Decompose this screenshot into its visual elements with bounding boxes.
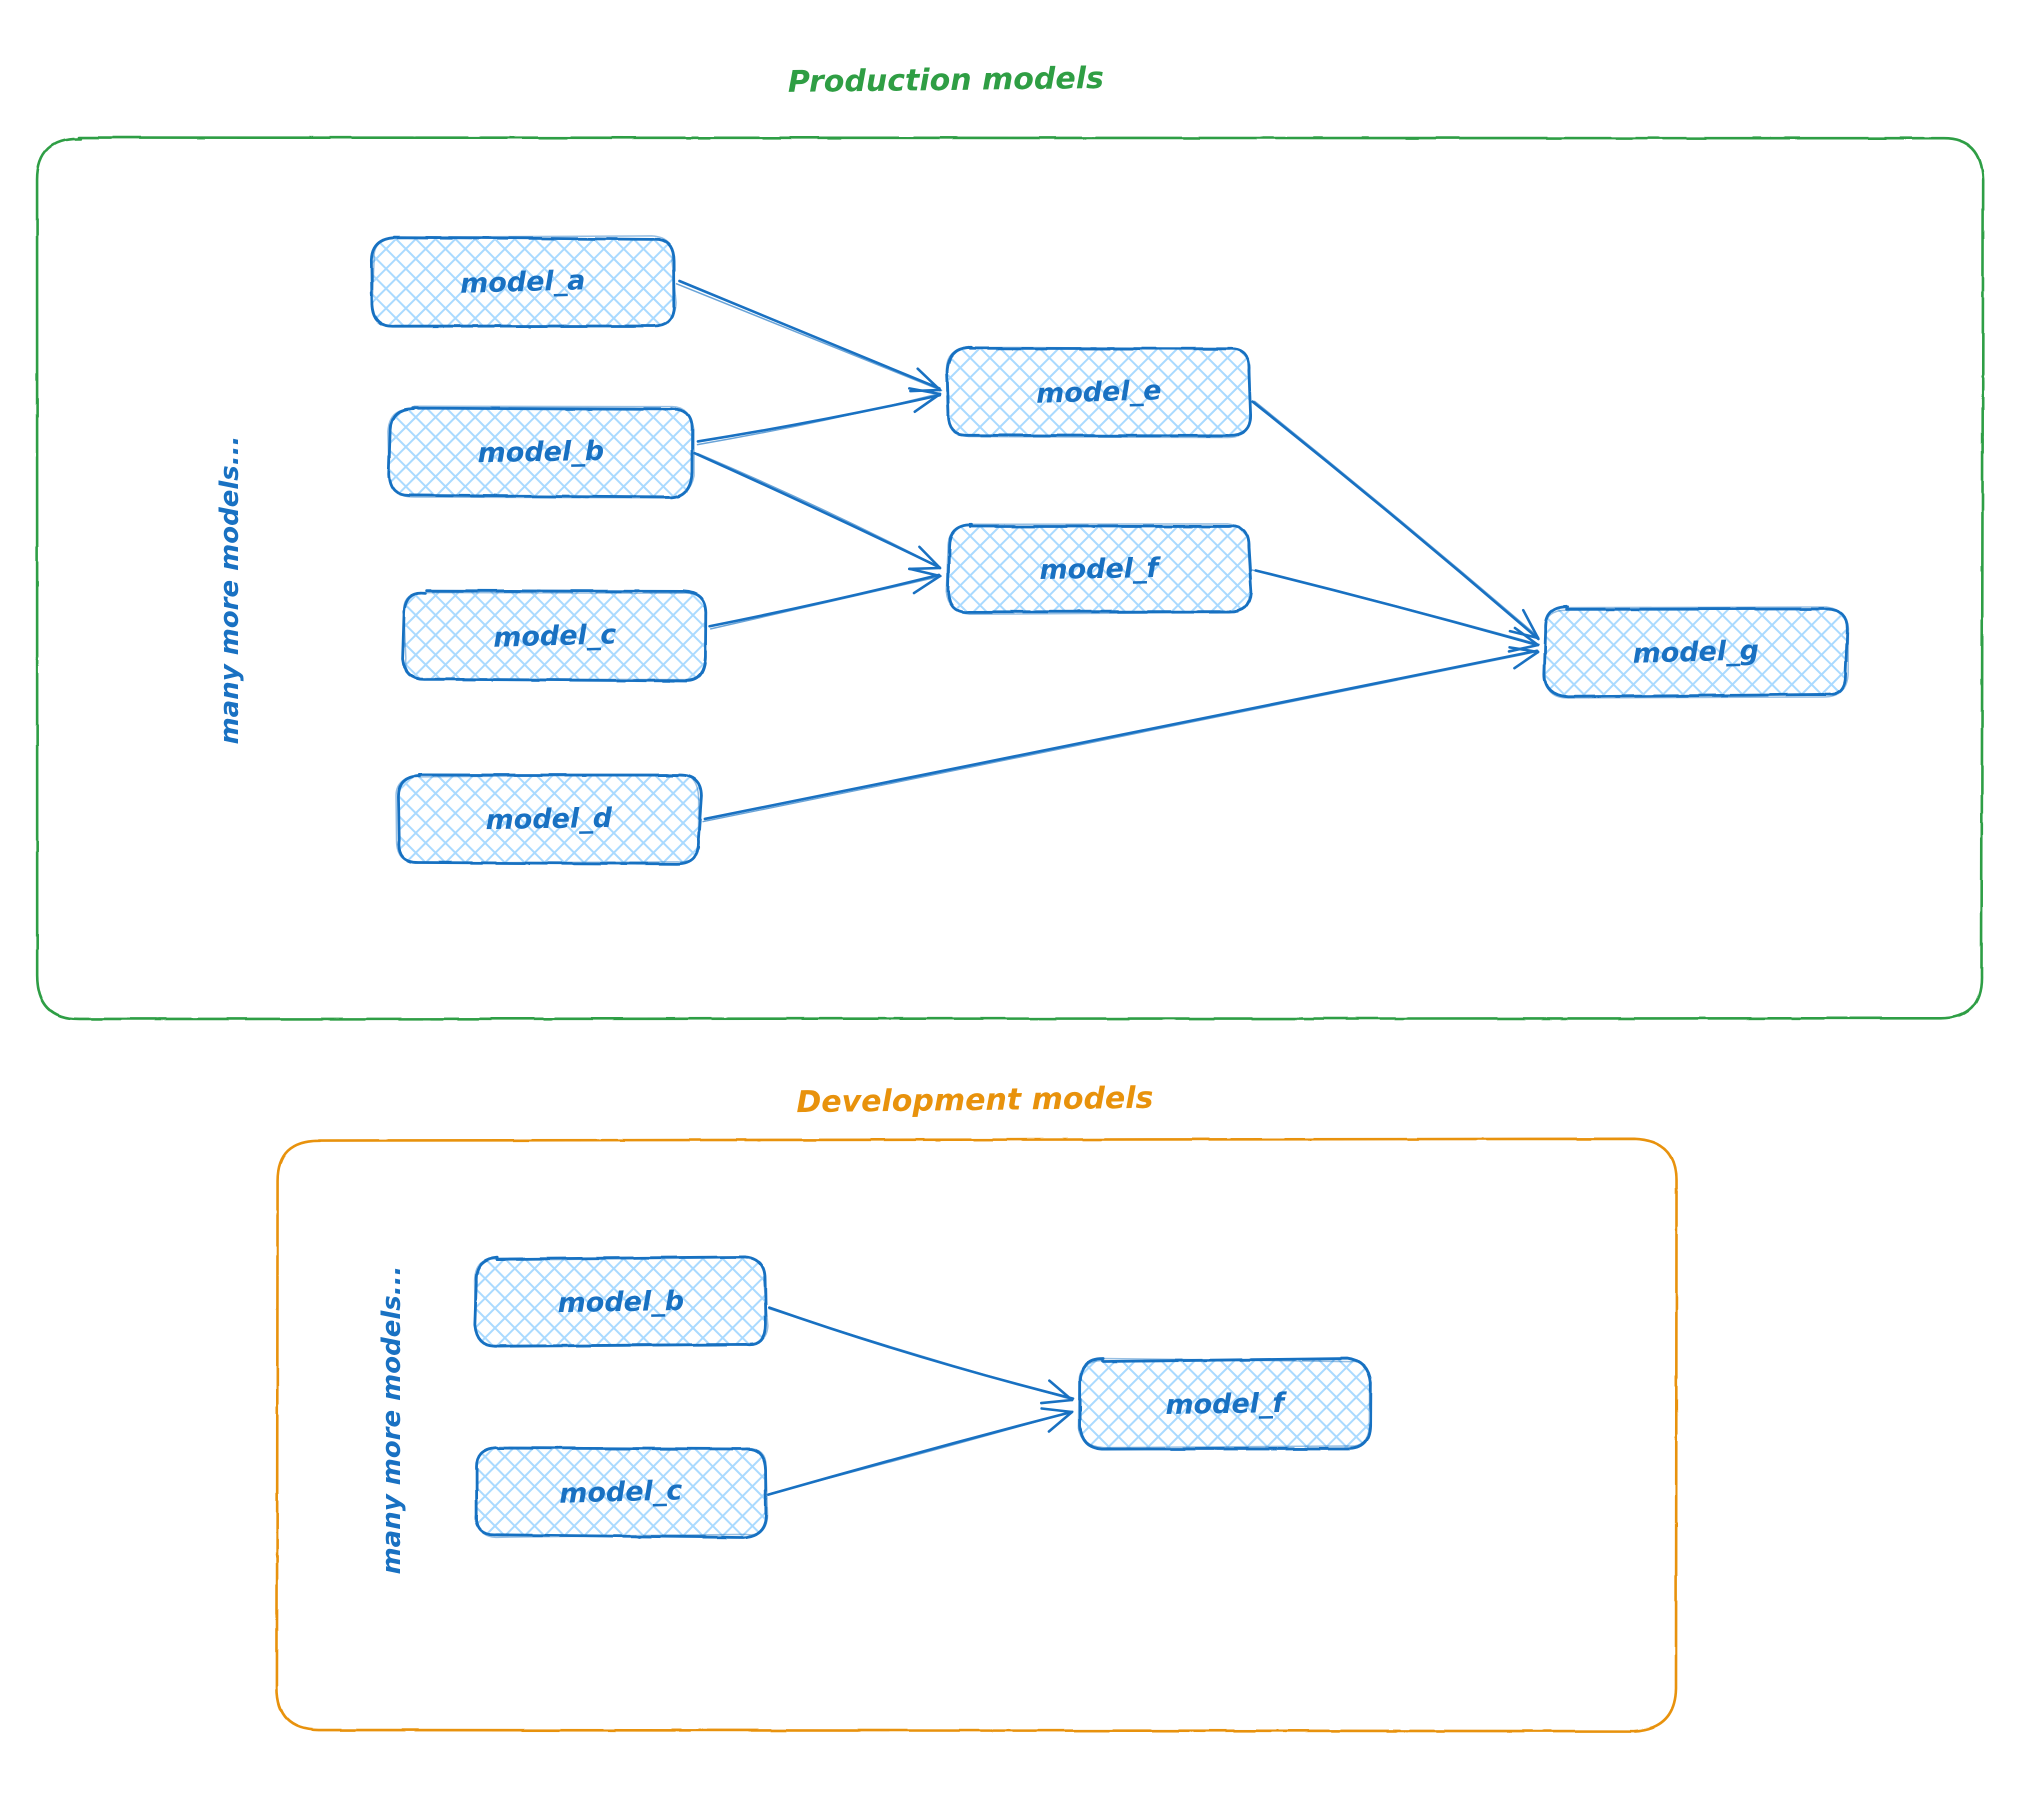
edge-c-f [708,567,942,630]
edge-e-g [1251,400,1540,641]
node-prod_model_f[interactable]: model_f [945,523,1253,616]
edges [675,279,1540,1496]
node-label-prod_model_e: model_e [1036,375,1162,409]
node-prod_model_b[interactable]: model_b [387,405,695,499]
group-title-development: Development models [796,1081,1154,1120]
edge-d-g [702,646,1540,823]
side-label-development: many more models... [377,1266,407,1575]
node-label-prod_model_c: model_c [493,619,617,653]
node-prod_model_c[interactable]: model_c [401,589,708,683]
edge-devc-devf [767,1407,1074,1496]
node-label-dev_model_f: model_f [1165,1388,1288,1421]
edge-a-e [675,279,943,393]
side-label-production: many more models... [215,436,245,745]
labels: Production models many more models... Deve… [215,61,1154,1574]
node-prod_model_e[interactable]: model_e [945,345,1253,439]
edge-f-g [1251,569,1540,653]
node-label-prod_model_g: model_g [1632,635,1759,670]
node-prod_model_g[interactable]: model_g [1542,605,1850,699]
edge-devb-devf [768,1306,1075,1405]
node-label-prod_model_f: model_f [1039,553,1162,586]
node-prod_model_a[interactable]: model_a [369,235,677,328]
node-prod_model_d[interactable]: model_d [395,773,703,866]
node-label-dev_model_c: model_c [559,1475,683,1509]
edge-b-e [696,387,942,446]
group-containers [35,136,1985,1733]
node-dev_model_c[interactable]: model_c [475,1446,769,1539]
edge-b-f [693,451,942,571]
group-title-production: Production models [788,61,1104,100]
nodes: model_a model_b model_c model_d model_emodel… [369,235,1850,1539]
node-dev_model_b[interactable]: model_b [473,1255,769,1348]
node-label-dev_model_b: model_b [557,1286,684,1319]
node-label-prod_model_b: model_b [477,436,604,469]
node-label-prod_model_d: model_d [485,803,613,836]
group-development [275,1137,1678,1733]
node-label-prod_model_a: model_a [460,265,586,299]
group-production [35,136,1985,1021]
node-dev_model_f[interactable]: model_f [1077,1357,1373,1451]
